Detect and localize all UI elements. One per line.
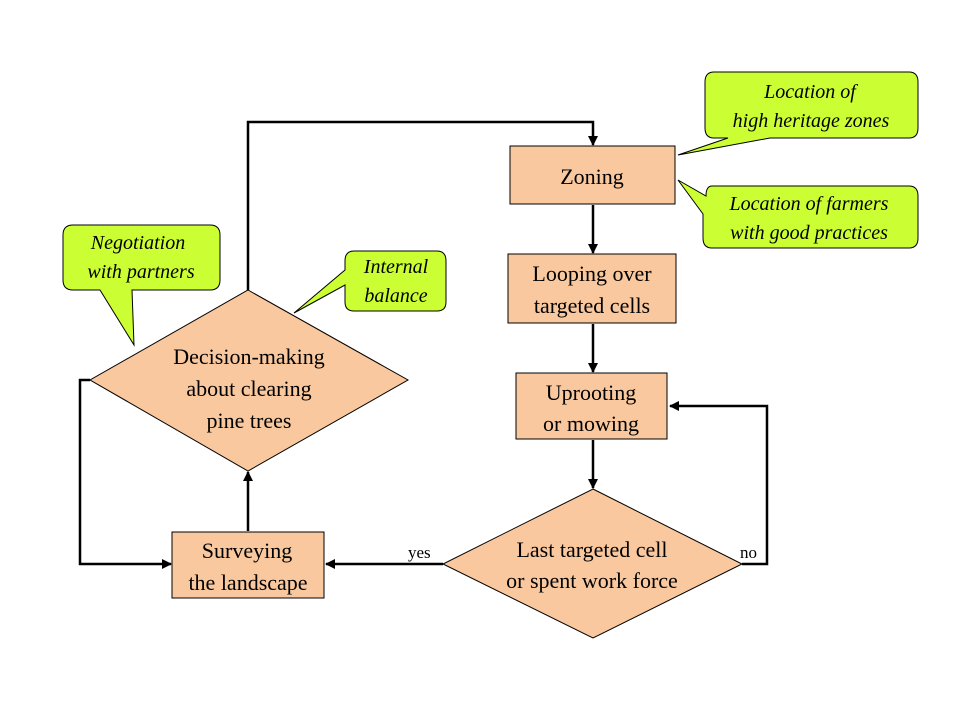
svg-text:balance: balance bbox=[364, 285, 427, 307]
svg-text:or mowing: or mowing bbox=[543, 411, 639, 436]
edge-decision-to-zoning bbox=[246, 120, 598, 290]
svg-text:the landscape: the landscape bbox=[188, 570, 307, 595]
svg-text:with partners: with partners bbox=[87, 261, 194, 283]
svg-text:Last targeted cell: Last targeted cell bbox=[516, 537, 667, 562]
edge-label-no: no bbox=[740, 543, 757, 562]
svg-text:Decision-making: Decision-making bbox=[173, 344, 325, 369]
svg-text:Location of: Location of bbox=[763, 81, 858, 103]
node-uprooting: Uprooting or mowing bbox=[515, 372, 668, 440]
svg-text:or spent work force: or spent work force bbox=[506, 568, 678, 593]
svg-text:about clearing: about clearing bbox=[186, 376, 311, 401]
svg-text:Looping over: Looping over bbox=[532, 261, 652, 286]
svg-text:Negotiation: Negotiation bbox=[90, 232, 185, 254]
node-looping: Looping over targeted cells bbox=[507, 253, 677, 324]
edge-decision-to-surveying bbox=[78, 378, 172, 569]
node-last-cell-decision: Last targeted cell or spent work force bbox=[441, 488, 744, 639]
svg-text:Location of farmers: Location of farmers bbox=[729, 193, 889, 215]
node-decision-making: Decision-making about clearing pine tree… bbox=[88, 289, 410, 472]
callout-farmers-practices: Location of farmers with good practices bbox=[677, 179, 919, 249]
svg-text:with good practices: with good practices bbox=[730, 222, 888, 244]
svg-text:pine trees: pine trees bbox=[207, 408, 292, 433]
callout-negotiation-partners: Negotiation with partners bbox=[62, 224, 221, 347]
svg-text:Uprooting: Uprooting bbox=[546, 380, 636, 405]
svg-text:Internal: Internal bbox=[363, 256, 429, 278]
svg-text:high heritage zones: high heritage zones bbox=[733, 110, 890, 132]
node-surveying: Surveying the landscape bbox=[171, 531, 325, 599]
callout-internal-balance: Internal balance bbox=[293, 250, 447, 314]
edge-last-cell-no-loop bbox=[669, 401, 769, 566]
svg-text:Surveying: Surveying bbox=[202, 538, 292, 563]
callout-heritage-zones: Location of high heritage zones bbox=[677, 71, 919, 156]
svg-text:targeted cells: targeted cells bbox=[534, 293, 650, 318]
node-zoning: Zoning bbox=[509, 145, 676, 205]
svg-text:Zoning: Zoning bbox=[560, 164, 624, 189]
edge-label-yes: yes bbox=[408, 543, 431, 562]
